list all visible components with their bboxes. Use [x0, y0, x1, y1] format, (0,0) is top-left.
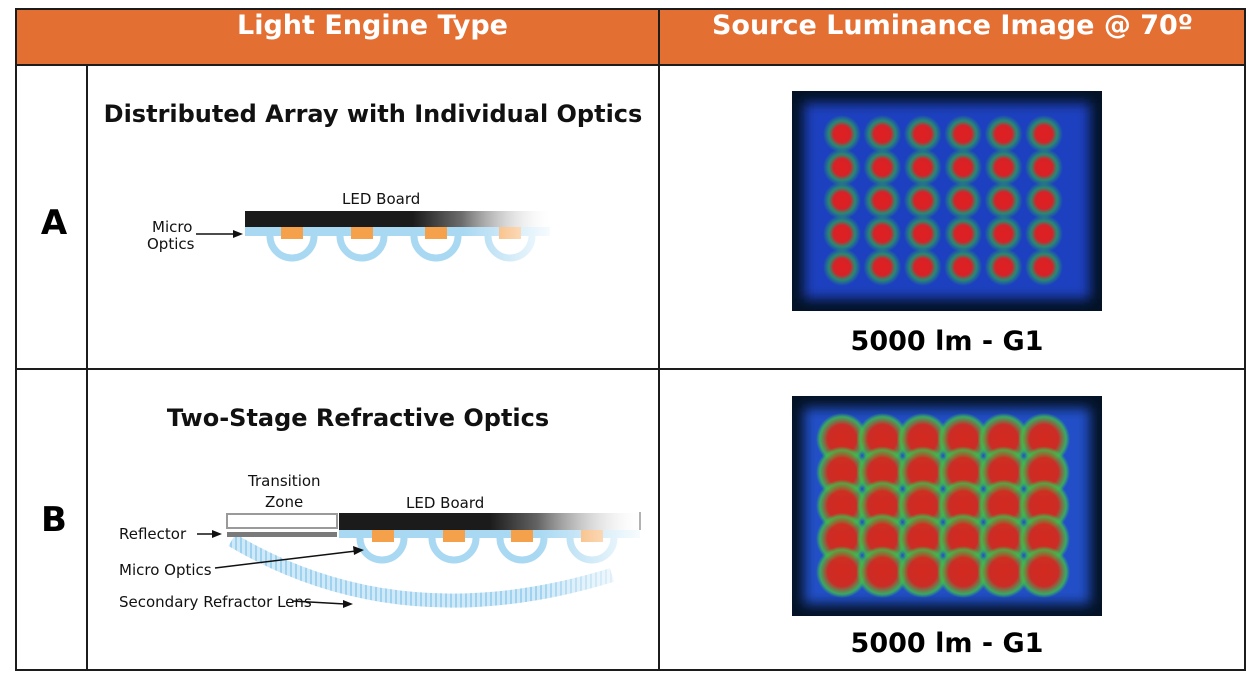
luminance-spot [944, 115, 983, 153]
caption-b: 5000 lm - G1 [850, 628, 1044, 659]
label-led-board-b: LED Board [406, 494, 485, 512]
luminance-spot [984, 248, 1023, 286]
transition-zone-box [226, 513, 338, 529]
luminance-spot [816, 546, 868, 598]
luminance-spot [1025, 115, 1063, 153]
reflector-bar [227, 532, 337, 537]
luminance-spot [944, 181, 983, 220]
luminance-spot [823, 214, 861, 253]
row-a-title: Distributed Array with Individual Optics [103, 100, 643, 128]
luminance-spot [1025, 181, 1063, 220]
label-zone: Zone [265, 493, 304, 511]
luminance-spot [1018, 546, 1070, 598]
arrow-icon [196, 230, 243, 238]
luminance-spot [944, 248, 983, 286]
luminance-spot [863, 115, 902, 153]
label-reflector: Reflector [119, 525, 187, 543]
arrow-icon [197, 530, 222, 538]
label-optics-a: Optics [147, 235, 195, 253]
luminance-spot [903, 181, 942, 220]
luminance-spot [823, 115, 861, 153]
row-letter-a: A [40, 203, 68, 243]
row-divider [15, 368, 1246, 370]
luminance-spot [863, 248, 902, 286]
table-header [15, 8, 1246, 66]
luminance-image-b [792, 396, 1102, 616]
luminance-spot [984, 214, 1023, 253]
header-source-luminance: Source Luminance Image @ 70º [711, 10, 1194, 41]
row-b-diagram [197, 508, 644, 608]
luminance-spot [944, 214, 983, 253]
label-transition: Transition [248, 472, 321, 490]
row-b-title: Two-Stage Refractive Optics [166, 404, 550, 432]
label-micro-optics-b: Micro Optics [119, 561, 212, 579]
luminance-spot [1025, 248, 1063, 286]
luminance-spot [863, 148, 902, 187]
luminance-spot [984, 115, 1023, 153]
luminance-spot [863, 181, 902, 220]
luminance-spot [823, 248, 861, 286]
luminance-spot [1025, 214, 1063, 253]
luminance-spot [977, 546, 1030, 598]
luminance-spot [937, 546, 990, 598]
label-led-board-a: LED Board [342, 190, 421, 208]
luminance-spot [903, 248, 942, 286]
column-divider [658, 8, 660, 671]
luminance-spot [896, 546, 949, 598]
luminance-spot [1025, 148, 1063, 187]
luminance-spot [823, 148, 861, 187]
luminance-spot [984, 148, 1023, 187]
luminance-spot [944, 148, 983, 187]
arrow-icon [291, 600, 353, 608]
label-micro-a: Micro [152, 218, 193, 236]
row-letter-b: B [41, 500, 67, 540]
caption-a: 5000 lm - G1 [850, 326, 1044, 357]
luminance-spot [823, 181, 861, 220]
header-light-engine-type: Light Engine Type [237, 10, 508, 41]
luminance-image-a [792, 91, 1102, 311]
arrow-icon [214, 546, 364, 569]
luminance-spot [903, 115, 942, 153]
luminance-spot [903, 148, 942, 187]
luminance-spot [856, 546, 909, 598]
luminance-spot [863, 214, 902, 253]
row-a-diagram [196, 205, 555, 265]
luminance-spot [903, 214, 942, 253]
label-secondary-refractor: Secondary Refractor Lens [119, 593, 312, 611]
luminance-spot [984, 181, 1023, 220]
